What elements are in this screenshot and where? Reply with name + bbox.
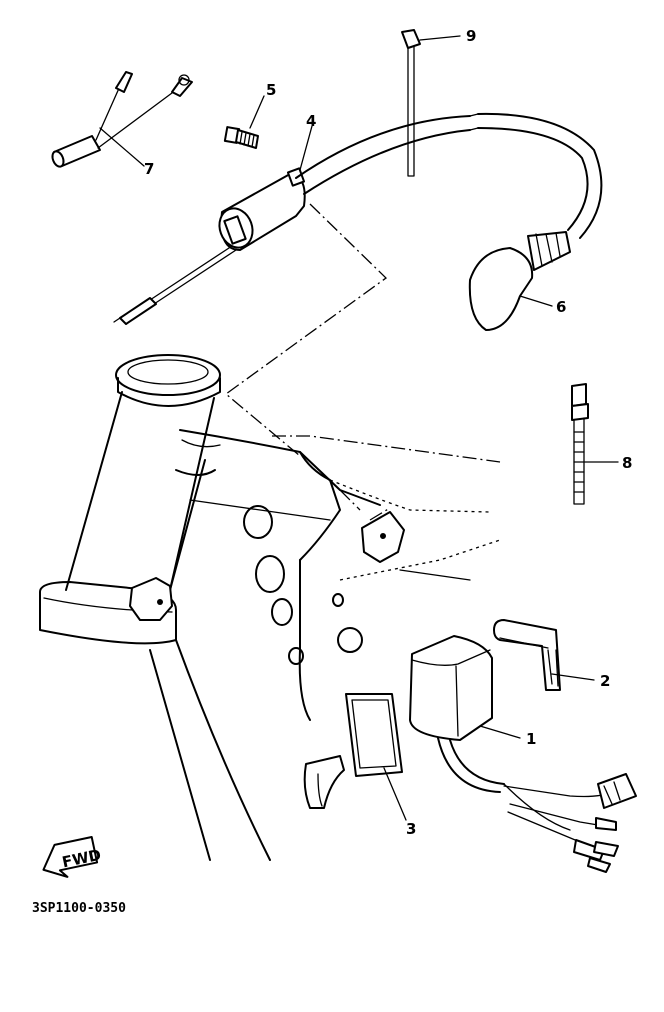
cdi-bracket [493, 619, 561, 691]
callout-7: 7 [144, 160, 154, 178]
frame [39, 354, 501, 861]
callout-2: 2 [600, 672, 610, 690]
ignition-coil [113, 167, 306, 325]
drawing-code: 3SP1100-0350 [32, 901, 126, 916]
callout-5: 5 [266, 81, 276, 99]
wire-lead [51, 71, 193, 168]
cable-tie-side [571, 383, 589, 505]
high-tension-lead [295, 112, 603, 331]
callout-8: 8 [622, 454, 632, 472]
leader-lines [99, 35, 619, 821]
bolt [223, 126, 259, 149]
callout-1: 1 [526, 730, 536, 748]
cdi-unit [409, 635, 637, 873]
forward-direction-badge: FWD [42, 835, 103, 878]
cable-tie-top [401, 29, 421, 177]
assembly-guide-lines [224, 203, 501, 521]
callout-4: 4 [306, 112, 316, 130]
callout-labels: 9 5 4 7 6 8 2 1 3 [144, 27, 632, 838]
frame-clamp [303, 755, 345, 809]
callout-6: 6 [556, 298, 566, 316]
callout-9: 9 [466, 27, 476, 45]
rubber-pad [345, 693, 403, 777]
callout-3: 3 [406, 820, 416, 838]
